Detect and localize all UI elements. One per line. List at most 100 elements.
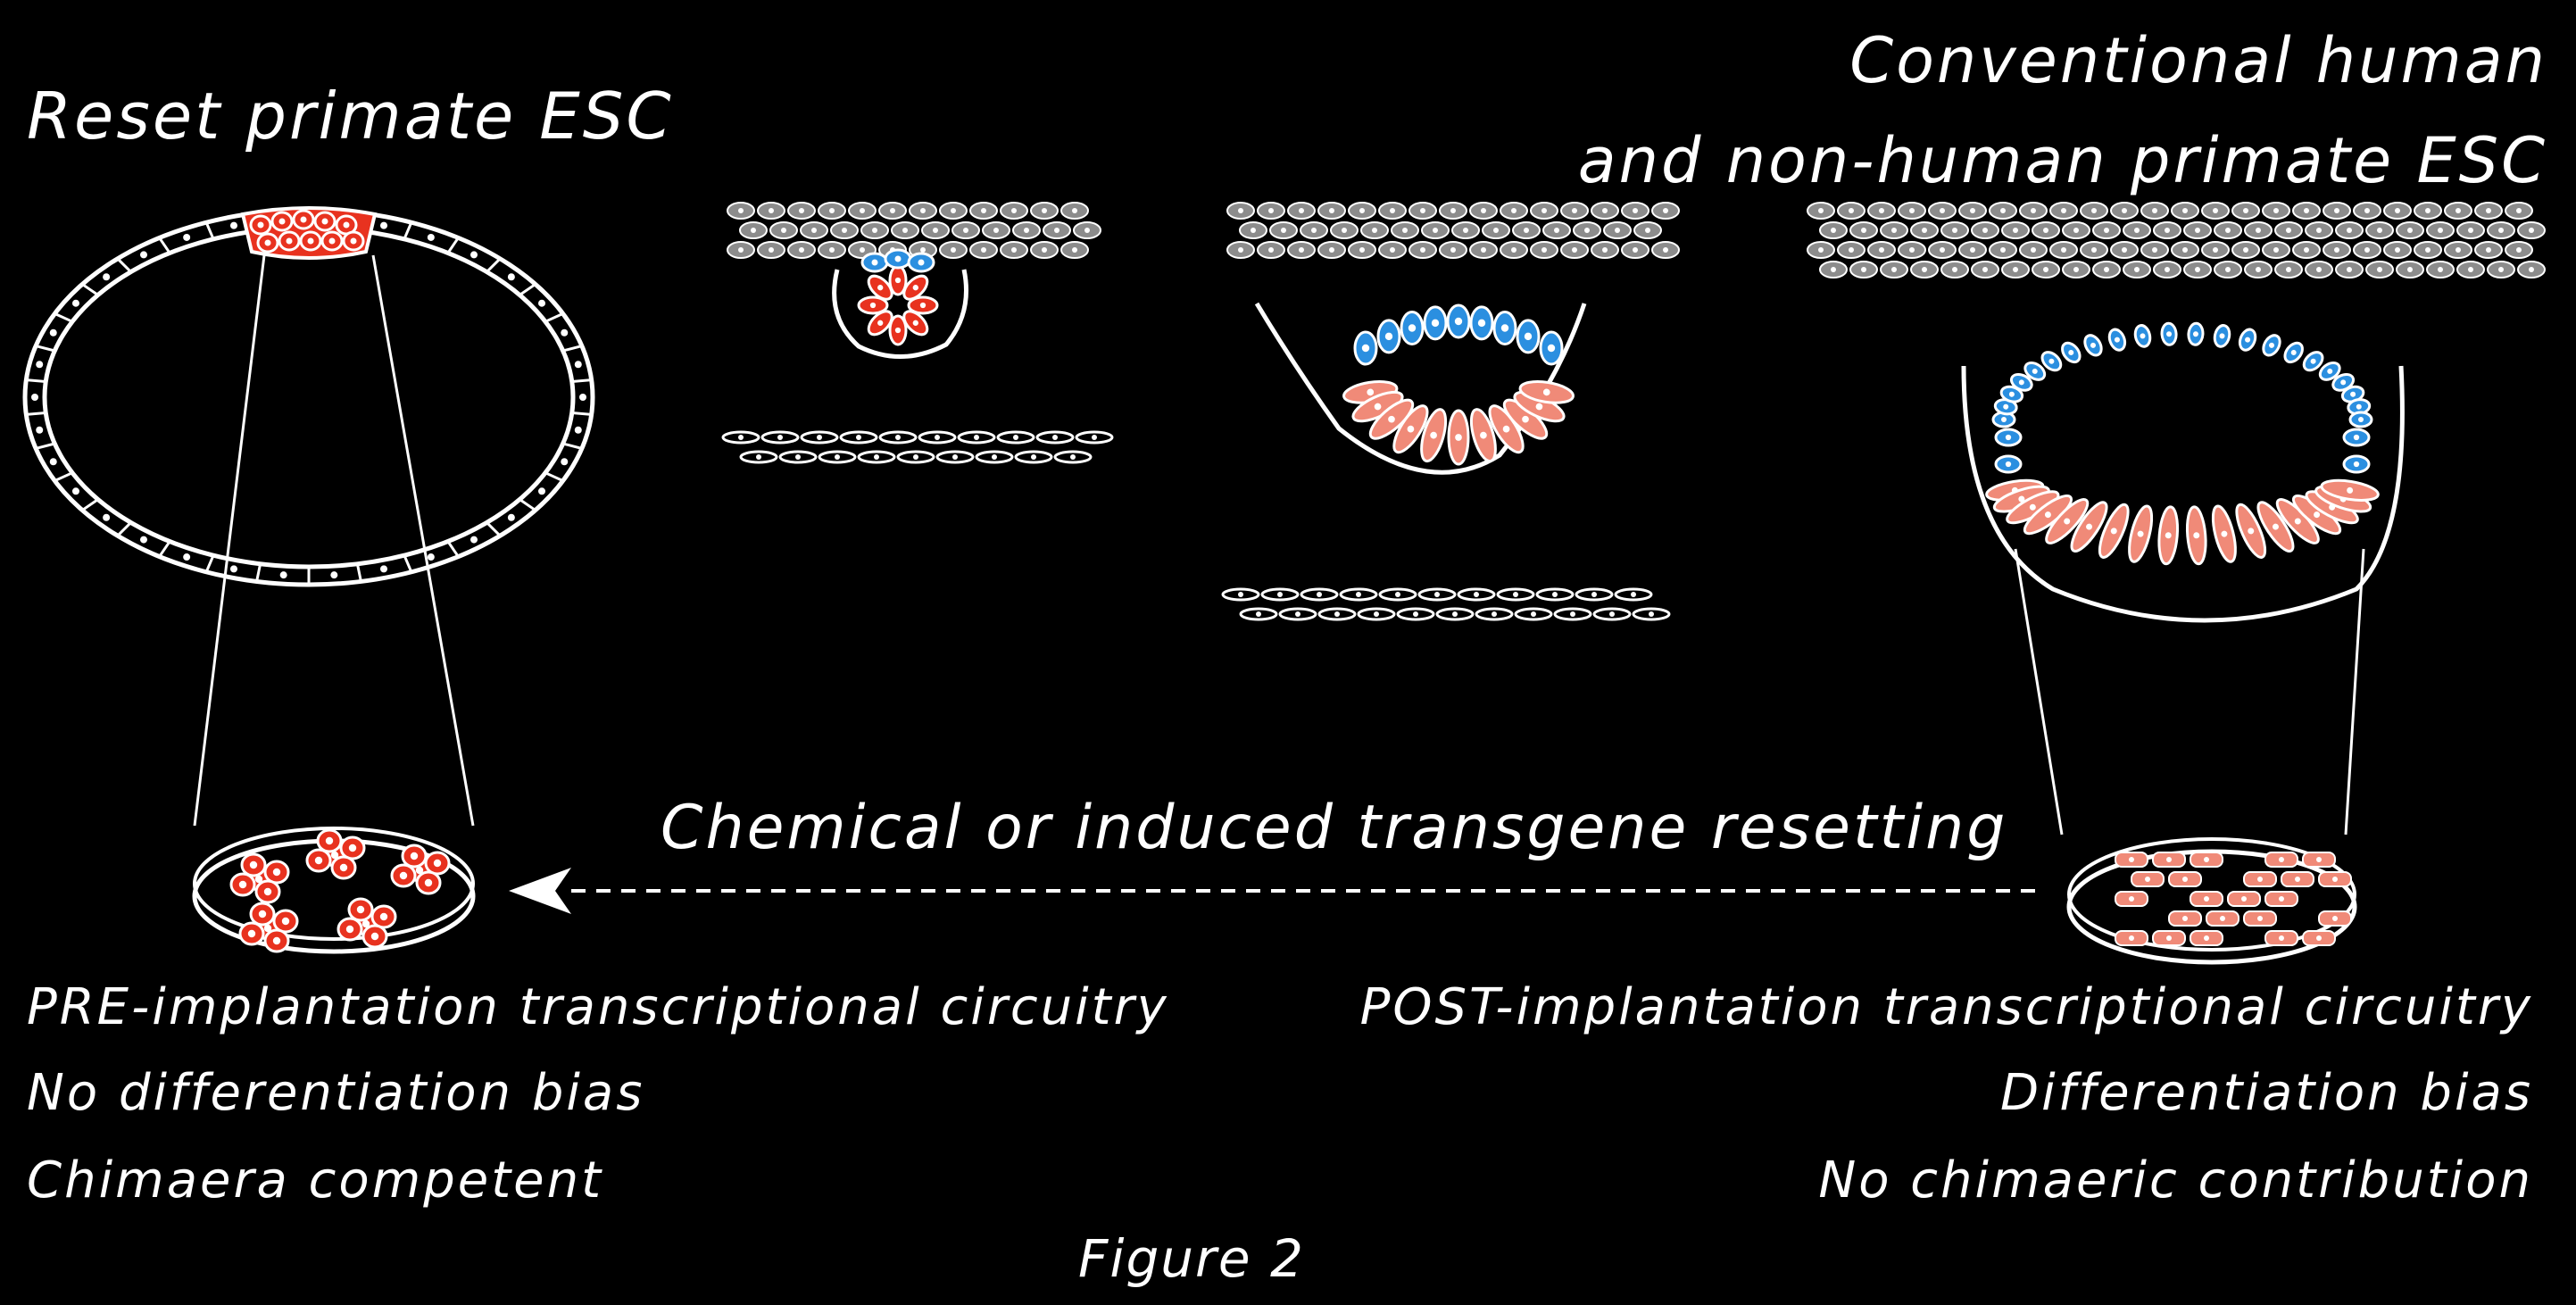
hypoblast-cell — [2283, 341, 2304, 364]
stromal-cell — [1239, 607, 1278, 621]
trophectoderm-nucleus — [561, 328, 569, 337]
stromal-cell — [1014, 450, 1053, 464]
stromal-cell — [1053, 450, 1093, 464]
dome-colony-cell — [240, 852, 267, 877]
stromal-cell — [1357, 607, 1396, 621]
hypoblast-cell — [1376, 319, 1401, 354]
dome-colony-cell — [263, 928, 290, 953]
trophectoderm-nucleus — [49, 328, 57, 337]
left-property-2: No differentiation bias — [27, 1064, 645, 1122]
hypoblast-cell — [2213, 324, 2231, 348]
hypoblast-cell — [2238, 328, 2257, 352]
trophectoderm-nucleus — [470, 251, 478, 259]
reset-esc-title: Reset primate ESC — [27, 79, 674, 154]
dome-colony-cell — [347, 897, 374, 922]
stromal-cell — [1475, 607, 1514, 621]
epiblast-cell — [1420, 408, 1448, 463]
hypoblast-cell — [2083, 334, 2103, 357]
trophectoderm-nucleus — [574, 361, 582, 369]
stromal-cell — [1396, 607, 1435, 621]
trophectoderm-nucleus — [380, 221, 388, 229]
hypoblast-cell — [2107, 328, 2127, 352]
dome-colonies — [229, 828, 451, 953]
epiblast-cell — [1447, 409, 1470, 466]
trophectoderm-nucleus — [103, 273, 111, 281]
hypoblast-cell — [2009, 372, 2033, 392]
stromal-cell — [1535, 587, 1575, 602]
inner-cell-mass-cell — [292, 209, 315, 230]
left-property-3: Chimaera competent — [27, 1151, 604, 1209]
implantation-stage-late — [1807, 202, 2546, 623]
trophectoderm-nucleus — [507, 513, 515, 521]
flat-colonies — [2115, 852, 2352, 946]
hypoblast-cell — [2133, 324, 2152, 348]
stromal-cell — [957, 430, 996, 445]
epiblast-cell — [1392, 404, 1429, 454]
stromal-cell — [1378, 587, 1417, 602]
inner-cell-mass-cell — [256, 232, 279, 254]
epiblast-cell — [2256, 501, 2295, 553]
trophectoderm-nucleus — [31, 394, 38, 401]
stromal-cell — [760, 430, 800, 445]
dome-colony-cell — [424, 851, 451, 876]
inner-cell-mass-cell — [313, 211, 337, 232]
trophectoderm-nucleus — [183, 553, 191, 561]
figure-caption: Figure 2 — [1078, 1228, 1305, 1289]
dome-colony-cell — [390, 863, 417, 888]
stromal-cell — [918, 430, 957, 445]
hypoblast-cell — [1353, 330, 1378, 366]
trophectoderm-nucleus — [427, 233, 435, 241]
hypoblast-cell — [1991, 411, 2016, 428]
right-property-3: No chimaeric contribution — [1818, 1151, 2533, 1209]
implantation-stage-mid — [1221, 202, 1680, 621]
left-property-1: PRE-implantation transcriptional circuit… — [27, 978, 1169, 1036]
hypoblast-cell — [2348, 411, 2373, 428]
stromal-cell — [878, 430, 918, 445]
inner-cell-mass-cell — [299, 230, 322, 252]
zoom-lines-right — [2014, 548, 2365, 835]
epiblast-cell — [867, 310, 893, 337]
hypoblast-cell — [907, 252, 935, 273]
dome-colony-cell — [238, 921, 265, 946]
stromal-cell — [800, 430, 839, 445]
conventional-esc-title: Conventional human and non-human primate… — [1578, 11, 2547, 211]
epiblast-cell — [907, 295, 939, 315]
hypoblast-cell — [2061, 341, 2082, 364]
inner-cell-mass-cell — [320, 230, 344, 252]
hypoblast-cell — [2023, 361, 2047, 381]
epiblast-cell — [867, 274, 893, 301]
trophectoderm-nucleus — [538, 487, 546, 495]
stromal-cell — [1632, 607, 1671, 621]
stromal-cell — [1300, 587, 1339, 602]
stromal-cell — [1457, 587, 1496, 602]
hypoblast-cell — [2040, 351, 2063, 372]
hypoblast-cell — [884, 248, 912, 270]
dome-colony-cell — [263, 860, 290, 885]
hypoblast-cell — [1423, 305, 1448, 341]
resetting-arrow — [509, 868, 2035, 914]
inner-cell-mass-cell — [249, 214, 272, 236]
epiblast-cell — [1518, 380, 1575, 404]
trophectoderm-nucleus — [71, 487, 79, 495]
trophectoderm-nucleus — [470, 536, 478, 544]
hypoblast-cell — [2302, 351, 2324, 372]
trophectoderm-nucleus — [36, 361, 44, 369]
trophectoderm-nucleus — [49, 458, 57, 466]
trophectoderm-nucleus — [561, 458, 569, 466]
dome-colony-cell — [316, 828, 343, 853]
dome-colony-cell — [337, 917, 363, 942]
dome-colony-cell — [305, 848, 332, 873]
stromal-cell — [975, 450, 1014, 464]
trophectoderm-nucleus — [538, 299, 546, 307]
resetting-label: Chemical or induced transgene resetting — [661, 793, 2008, 863]
stromal-cell — [996, 430, 1035, 445]
inner-cell-mass-cell — [270, 211, 294, 232]
trophectoderm-nucleus — [229, 565, 237, 573]
dome-colony-cell — [370, 904, 397, 929]
stromal-cell — [721, 430, 760, 445]
stromal-cell — [1317, 607, 1357, 621]
zoom-lines-left — [193, 254, 475, 827]
dome-colony-cell — [415, 870, 442, 895]
trophectoderm-nucleus — [139, 251, 147, 259]
